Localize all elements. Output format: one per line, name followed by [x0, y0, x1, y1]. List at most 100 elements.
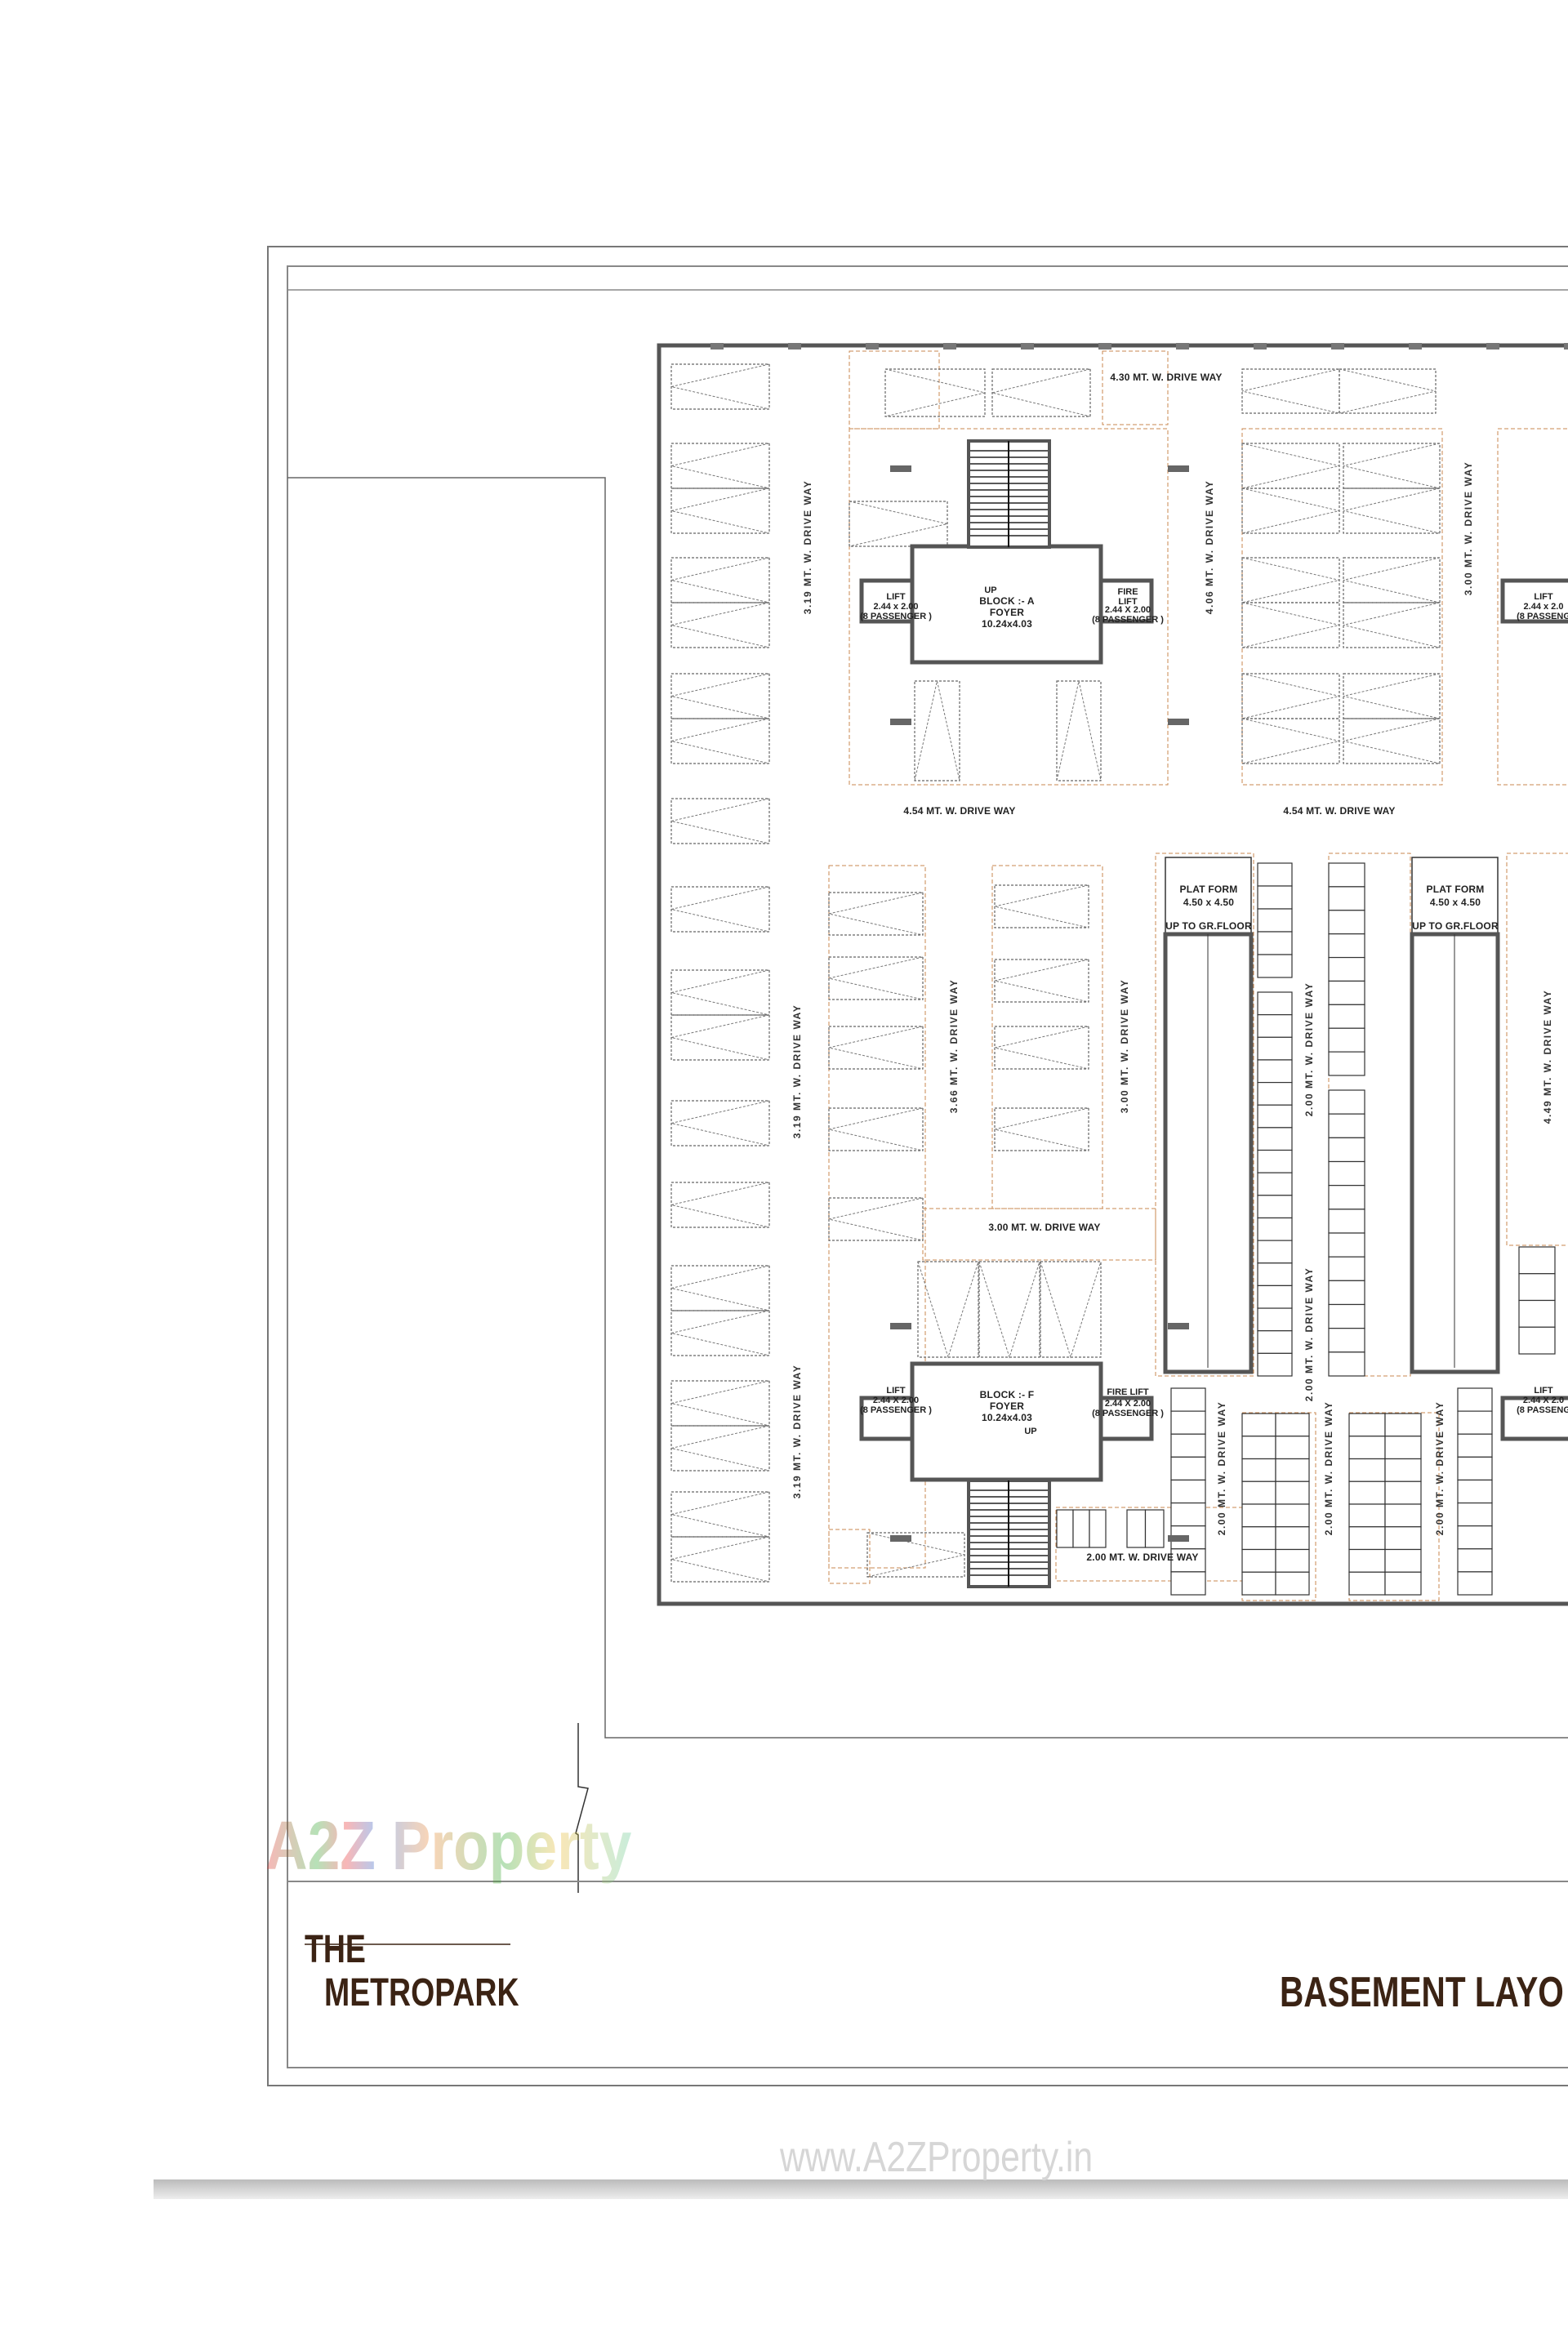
stack-parking-bay	[1126, 1509, 1147, 1548]
stall-marking	[1241, 673, 1340, 719]
stack-parking-bay	[1328, 1004, 1365, 1029]
drive-way-label: 2.00 MT. W. DRIVE WAY	[1303, 1267, 1315, 1401]
parking-stall	[1343, 557, 1441, 603]
column	[890, 1535, 911, 1542]
stack-parking-bay	[1328, 980, 1365, 1005]
parking-stall	[670, 1100, 770, 1146]
stack-parking-bay	[1257, 1172, 1293, 1196]
foyer-label: FOYER	[990, 607, 1024, 618]
watermark-logo: A2Z Property	[265, 1806, 631, 1886]
parking-zone-outline	[828, 1529, 871, 1584]
parking-zone-outline	[1497, 428, 1568, 786]
parking-zone-outline	[849, 428, 1169, 786]
stall-marking	[670, 1100, 770, 1146]
column	[890, 719, 911, 725]
stall-marking	[994, 959, 1089, 1003]
stack-parking-bay	[1257, 862, 1293, 887]
drive-way-label: 2.00 MT. W. DRIVE WAY	[1216, 1401, 1227, 1535]
stall-marking	[670, 1265, 770, 1311]
stall-marking	[670, 718, 770, 764]
stack-parking-bay	[1384, 1413, 1422, 1437]
column	[1168, 719, 1189, 725]
car-lift-platform	[1165, 857, 1252, 935]
stack-parking-bay	[1170, 1433, 1206, 1458]
column	[1564, 343, 1568, 350]
parking-stall	[1343, 602, 1441, 648]
parking-stall	[670, 886, 770, 933]
parking-stall	[670, 1182, 770, 1228]
plan-outer-wall	[657, 343, 1568, 1606]
parking-stall	[1056, 680, 1102, 781]
drive-way-label: 3.00 MT. W. DRIVE WAY	[988, 1222, 1100, 1233]
stack-parking-bay	[1384, 1526, 1422, 1551]
stall-marking	[670, 363, 770, 410]
column	[1021, 343, 1034, 350]
stall-marking	[670, 1536, 770, 1583]
fire-lift-size: 2.44 X 2.00	[1105, 605, 1151, 615]
parking-zone-outline	[991, 865, 1103, 1209]
drive-way-label: 4.49 MT. W. DRIVE WAY	[1542, 990, 1553, 1124]
drive-way-label: 3.19 MT. W. DRIVE WAY	[791, 1365, 803, 1498]
drive-way-label: 4.30 MT. W. DRIVE WAY	[1110, 372, 1222, 383]
stall-marking	[994, 884, 1089, 928]
stall-marking	[1343, 673, 1441, 719]
stack-parking-bay	[1072, 1509, 1090, 1548]
lift-shaft-partial	[1500, 1396, 1568, 1441]
stall-marking	[991, 368, 1091, 417]
parking-zone-outline	[849, 350, 940, 430]
project-name-line1: THE	[305, 1928, 366, 1971]
stall-marking	[994, 1107, 1089, 1151]
stack-parking-bay	[1241, 1571, 1276, 1596]
parking-stall	[1343, 488, 1441, 534]
stair-direction: UP	[1024, 1427, 1036, 1436]
foyer-size: 10.24x4.03	[982, 1412, 1032, 1423]
foyer-size: 10.24x4.03	[982, 618, 1032, 630]
parking-stall	[991, 368, 1091, 417]
stall-marking	[1343, 443, 1441, 489]
stack-parking-bay	[1257, 1036, 1293, 1061]
stall-marking	[1241, 368, 1340, 414]
stack-parking-bay	[1328, 1209, 1365, 1234]
stall-marking	[670, 798, 770, 844]
site-boundary-left	[287, 477, 1568, 1739]
stall-marking	[670, 1425, 770, 1471]
stack-parking-bay	[1257, 1284, 1293, 1309]
stack-parking-bay	[1241, 1526, 1276, 1551]
column	[1168, 1323, 1189, 1329]
sheet-border-inner	[287, 265, 1568, 2068]
parking-zone-outline	[922, 1208, 1156, 1261]
stall-marking	[1343, 557, 1441, 603]
stack-parking-bay	[1518, 1246, 1556, 1275]
stack-parking-bay	[1328, 1280, 1365, 1306]
stack-parking-bay	[1170, 1479, 1206, 1504]
fire-lift-label: FIRE	[1117, 587, 1138, 597]
drive-way-label: 4.54 MT. W. DRIVE WAY	[1283, 805, 1395, 817]
stack-parking-bay	[1348, 1458, 1386, 1482]
stack-parking-bay	[1257, 1104, 1293, 1129]
stack-parking-bay	[1328, 1232, 1365, 1258]
parking-zone-outline	[1055, 1507, 1267, 1582]
stack-parking-bay	[1328, 886, 1365, 911]
stack-parking-bay	[1257, 1127, 1293, 1151]
stack-parking-bay	[1457, 1387, 1493, 1412]
stack-parking-bay	[1348, 1413, 1386, 1437]
stack-parking-bay	[1328, 1027, 1365, 1053]
watermark-logo-text: A2Z Property	[265, 1807, 632, 1884]
page-shadow	[154, 2179, 1568, 2199]
parking-zone-outline	[828, 865, 926, 1569]
stall-marking	[828, 892, 924, 936]
column	[943, 343, 956, 350]
stack-parking-bay	[1275, 1571, 1310, 1596]
drive-way-label: 2.00 MT. W. DRIVE WAY	[1086, 1552, 1198, 1563]
foyer-label: FOYER	[990, 1400, 1024, 1412]
parking-zone-outline	[1506, 853, 1568, 1246]
stall-marking	[670, 1310, 770, 1356]
stall-marking	[994, 1026, 1089, 1070]
block-name: BLOCK :- F	[980, 1389, 1035, 1400]
stall-marking	[670, 886, 770, 933]
lift-size: 2.44 X 2.0	[1523, 1396, 1564, 1405]
stack-parking-bay	[1348, 1526, 1386, 1551]
stack-parking-bay	[1348, 1503, 1386, 1528]
column	[710, 343, 724, 350]
stack-parking-bay	[1257, 1307, 1293, 1332]
